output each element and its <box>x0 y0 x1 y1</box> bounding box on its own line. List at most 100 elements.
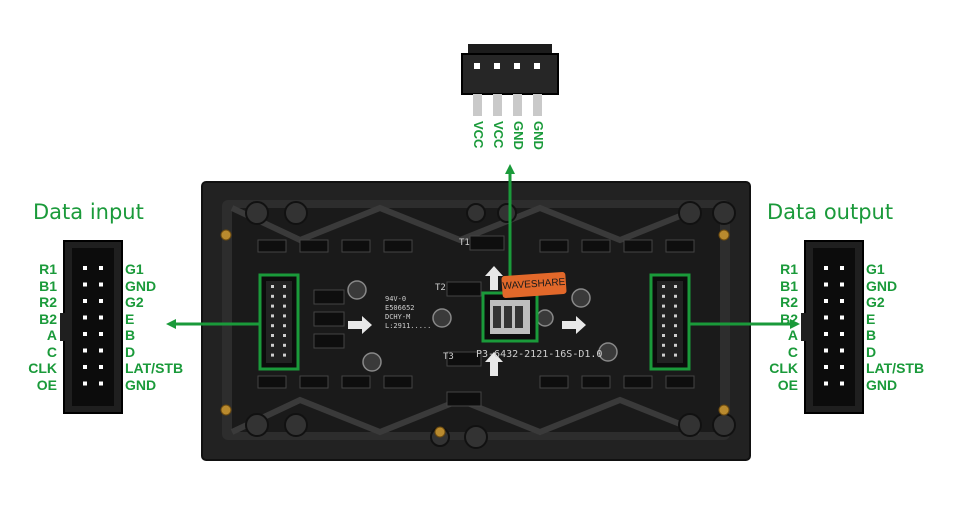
pin-label: GND <box>125 277 157 294</box>
connector-pin <box>99 365 103 369</box>
t2-label: T2 <box>435 283 446 293</box>
power-pin-label: VCC <box>491 121 506 149</box>
header-pin <box>271 294 274 298</box>
pin-label: B1 <box>780 277 798 294</box>
t3-label: T3 <box>443 352 454 362</box>
header-pin <box>283 294 286 298</box>
header-pin <box>662 343 665 347</box>
header-pin <box>283 324 286 328</box>
connector-pin <box>83 266 87 270</box>
output-header-on-board <box>649 273 691 371</box>
chip-line: L:2911..... <box>385 322 432 330</box>
header-pin <box>283 353 286 357</box>
connector-pin <box>99 381 103 386</box>
header-pin <box>271 324 274 328</box>
header-pin <box>674 334 677 337</box>
pin-label: E <box>866 310 876 327</box>
pin-label: B1 <box>39 277 57 294</box>
connector-pin <box>824 348 828 353</box>
pin-label: LAT/STB <box>866 360 925 376</box>
pin-label: OE <box>777 376 798 393</box>
pin-label: G2 <box>866 294 885 310</box>
connector-pin <box>824 365 828 369</box>
power-connector <box>461 44 559 116</box>
header-pin <box>674 314 677 318</box>
connector-pin <box>840 315 844 320</box>
connector-pin <box>99 332 103 336</box>
pin-label: E <box>125 310 135 327</box>
header-pin <box>662 324 665 328</box>
pin-label: C <box>46 343 57 360</box>
header-pin <box>662 353 665 357</box>
connector-pin <box>99 348 103 353</box>
part-number: P3-6432-2121-16S-D1.0 <box>476 349 603 360</box>
input-left-pin-labels: R1 B1 R2 B2 A C CLK OE <box>14 261 57 393</box>
header-pin <box>674 343 677 347</box>
output-left-pin-labels: R1 B1 R2 B2 A C CLK OE <box>755 261 798 393</box>
chip-line: DCHY-M <box>385 313 411 321</box>
header-pin <box>283 304 286 308</box>
connector-pin <box>824 332 828 336</box>
pin-label: LAT/STB <box>125 360 184 376</box>
connector-pin <box>99 315 103 320</box>
connector-pin <box>824 315 828 320</box>
connector-pin <box>840 266 844 270</box>
connector-pin <box>83 315 87 320</box>
header-pin <box>271 334 274 337</box>
data-input-title: Data input <box>33 200 144 224</box>
pin-label: B2 <box>780 310 798 327</box>
pin-label: B <box>125 327 136 343</box>
header-pin <box>283 314 286 318</box>
connector-pin <box>840 348 844 353</box>
pin-label: A <box>46 327 57 343</box>
data-output-title: Data output <box>767 200 894 224</box>
output-right-pin-labels: G1 GND G2 E B D LAT/STB GND <box>866 261 924 393</box>
pin-label: R2 <box>780 294 798 310</box>
pin-label: G1 <box>125 261 144 277</box>
pin-label: A <box>787 327 798 343</box>
pin-label: C <box>787 343 798 360</box>
connector-pin <box>83 381 87 386</box>
data-output-connector <box>801 240 864 414</box>
connector-pin <box>840 365 844 369</box>
header-pin <box>271 314 274 318</box>
brand-label: WAVESHARE <box>501 271 567 299</box>
header-pin <box>674 324 677 328</box>
connector-pin <box>83 365 87 369</box>
connector-pin <box>83 348 87 353</box>
pin-label: R2 <box>39 294 57 310</box>
pin-label: G1 <box>866 261 885 277</box>
header-pin <box>271 285 274 288</box>
header-pin <box>674 294 677 298</box>
connector-pin <box>83 299 87 303</box>
chip-line: E506652 <box>385 304 415 312</box>
pin-label: B2 <box>39 310 57 327</box>
connector-pin <box>824 282 828 287</box>
connector-pin <box>824 381 828 386</box>
header-pin <box>283 334 286 337</box>
connector-pin <box>840 299 844 303</box>
led-panel-board <box>201 181 751 461</box>
header-pin <box>662 294 665 298</box>
header-pin <box>662 304 665 308</box>
pin-label: R1 <box>780 261 798 277</box>
header-pin <box>662 285 665 288</box>
header-pin <box>674 353 677 357</box>
connector-pin <box>99 299 103 303</box>
pin-label: R1 <box>39 261 57 277</box>
data-input-connector <box>60 240 123 414</box>
connector-pin <box>83 282 87 287</box>
pin-label: D <box>125 343 136 360</box>
header-pin <box>662 334 665 337</box>
connector-pin <box>99 266 103 270</box>
header-pin <box>283 285 286 288</box>
pin-label: OE <box>36 376 57 393</box>
pin-label: D <box>866 343 877 360</box>
header-pin <box>271 353 274 357</box>
chip-marking: 94V-0 E506652 DCHY-M L:2911..... <box>385 295 431 331</box>
header-pin <box>283 343 286 347</box>
header-pin <box>674 285 677 288</box>
input-right-pin-labels: G1 GND G2 E B D LAT/STB GND <box>125 261 183 393</box>
